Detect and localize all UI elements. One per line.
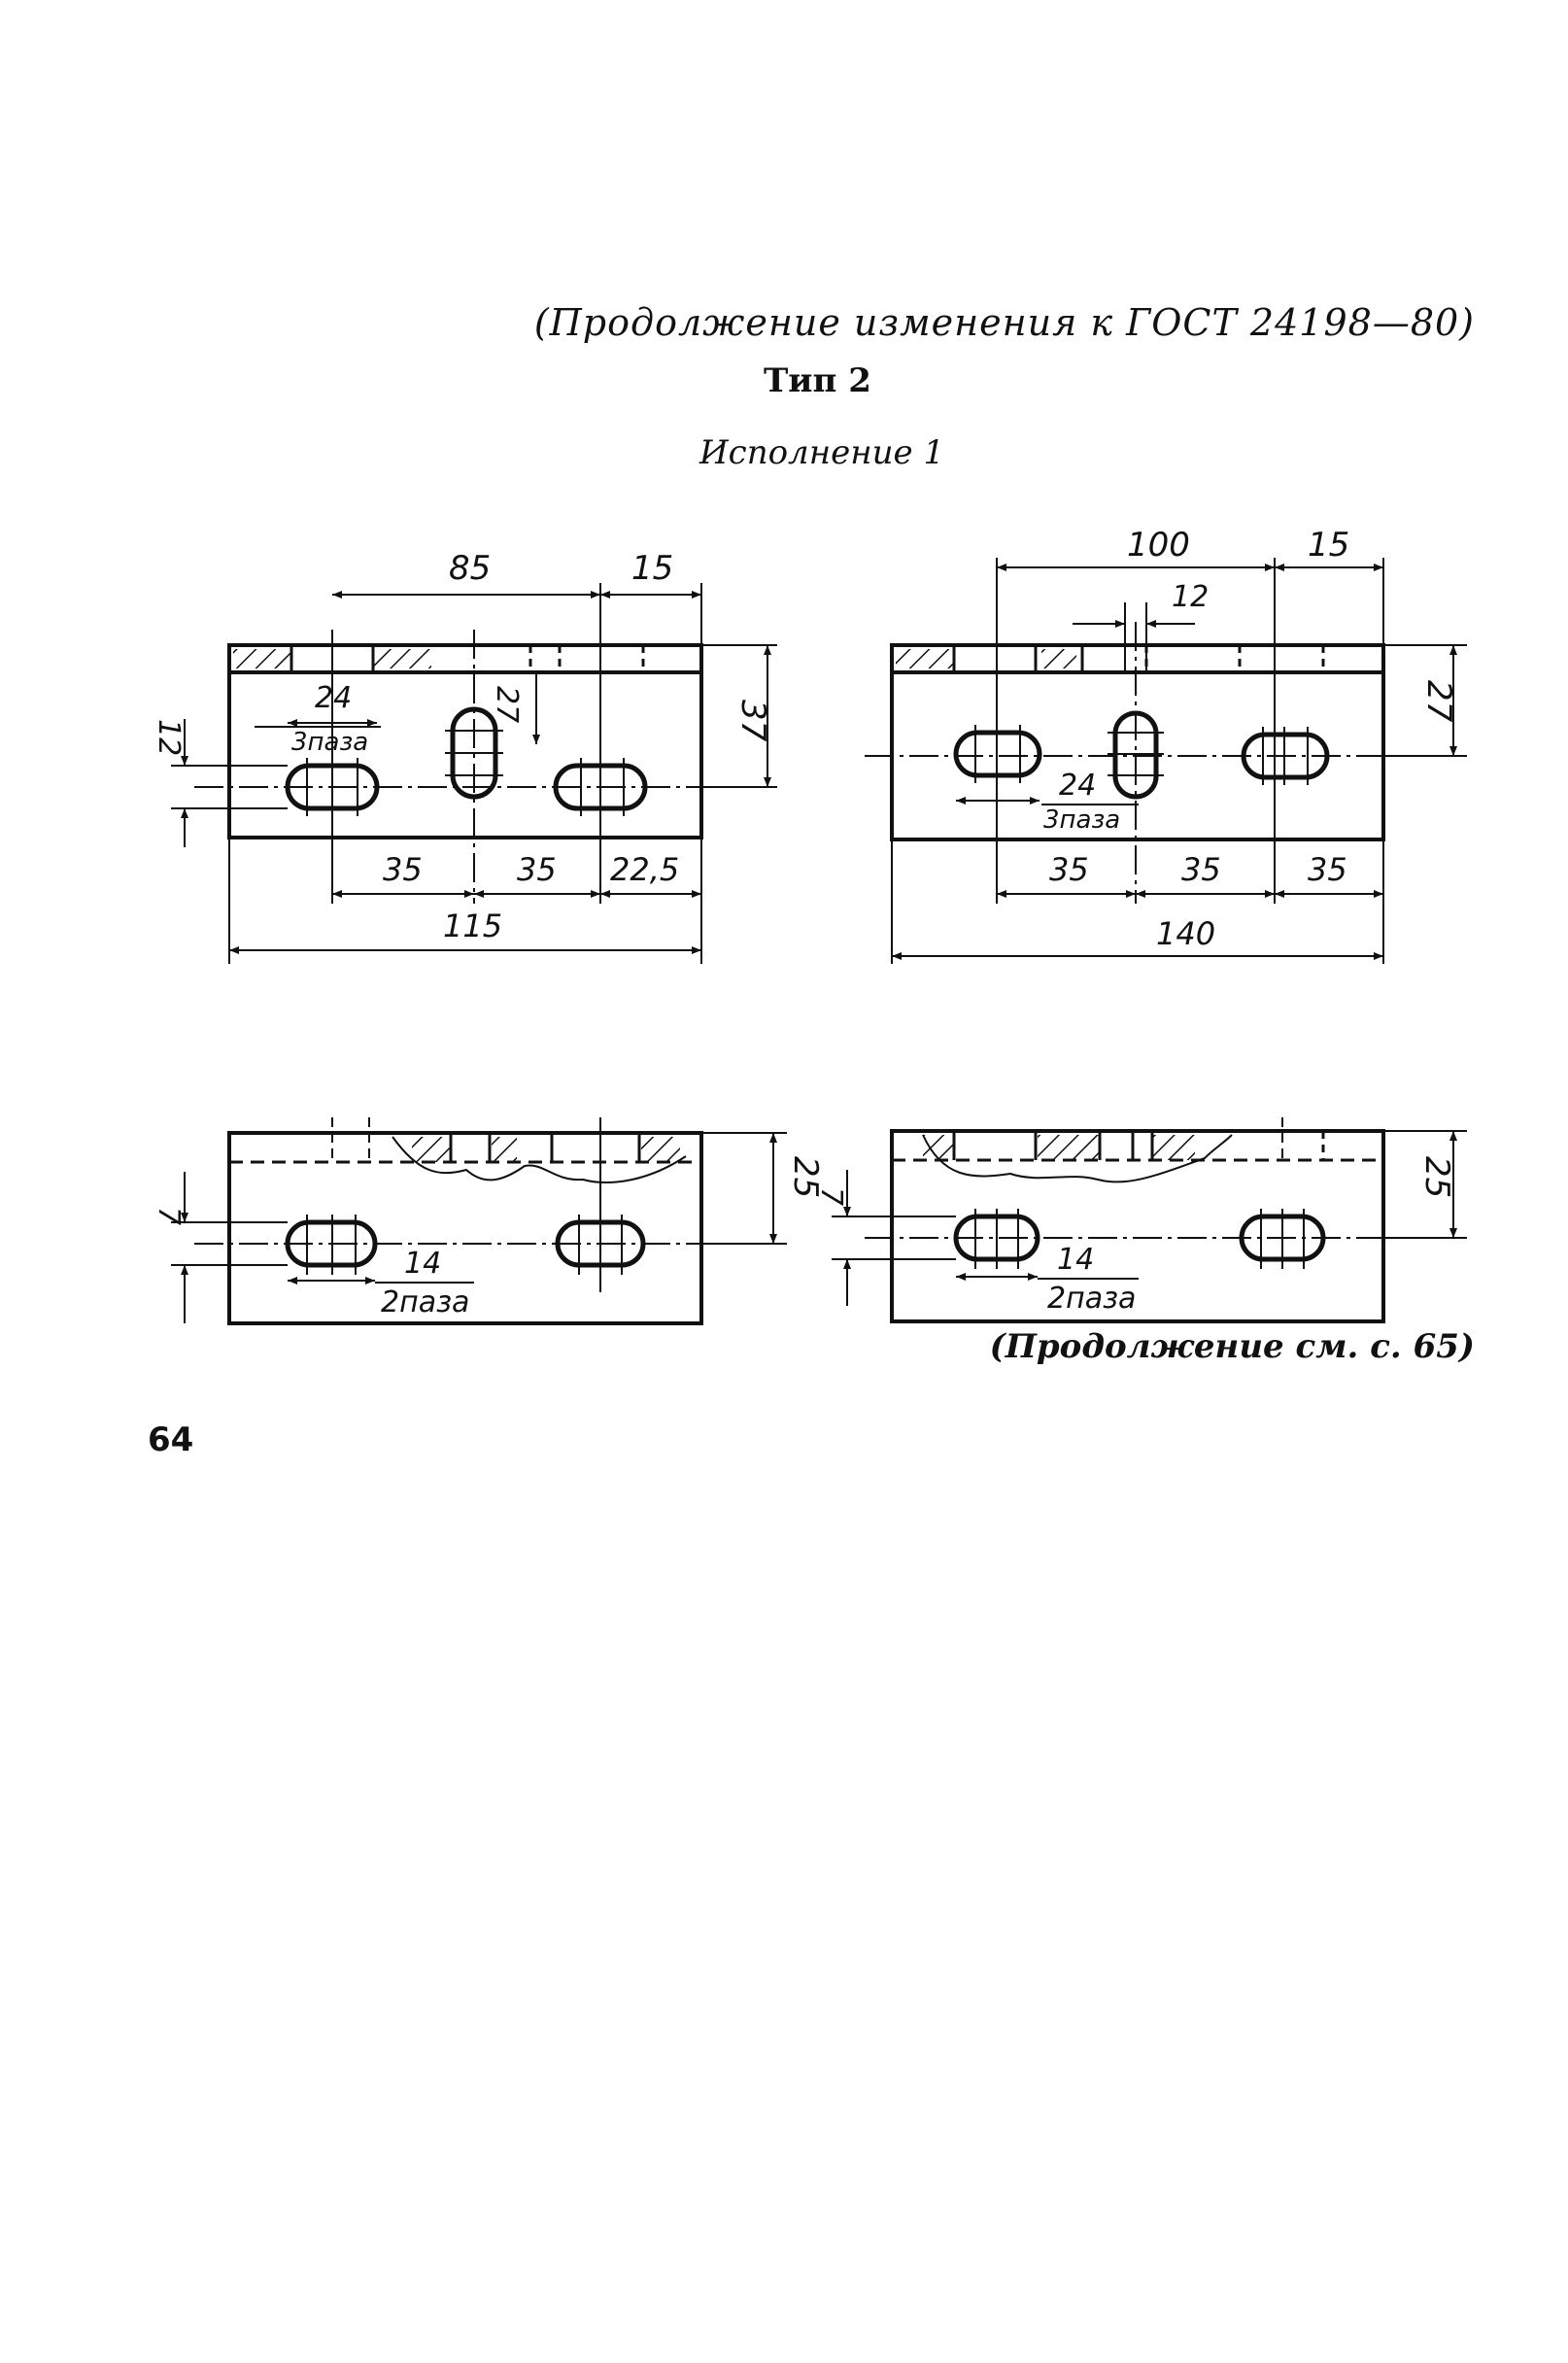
dim-7: 7 (152, 1207, 186, 1225)
dim-22-5: 22,5 (610, 851, 679, 888)
continuation-header: (Продолжение изменения к ГОСТ 24198—80) (533, 301, 1475, 344)
drawing-bottom-right (832, 1117, 1467, 1323)
drawing-top-right (865, 558, 1467, 964)
dim-25: 25 (1417, 1156, 1456, 1198)
dim-140: 140 (1156, 915, 1215, 952)
dim-27: 27 (490, 686, 524, 723)
drawing-bottom-left (171, 1117, 787, 1325)
dim-35-first: 35 (383, 851, 423, 888)
dim-24: 24 (1059, 769, 1096, 803)
dim-35-second: 35 (1181, 851, 1221, 888)
variant-title: Исполнение 1 (699, 433, 945, 472)
dim-7: 7 (814, 1187, 848, 1206)
dim-12: 12 (152, 719, 186, 756)
slots-label: 3паза (1043, 805, 1120, 835)
dim-25: 25 (786, 1156, 825, 1198)
dim-115: 115 (443, 908, 502, 944)
dim-27: 27 (1419, 680, 1458, 723)
dim-35-first: 35 (1049, 851, 1089, 888)
dim-35-third: 35 (1308, 851, 1347, 888)
dim-15: 15 (631, 549, 673, 588)
page-number: 64 (148, 1421, 194, 1459)
dim-14: 14 (1057, 1243, 1094, 1277)
dim-85: 85 (449, 549, 491, 588)
slots-label: 2паза (381, 1285, 469, 1319)
dim-100: 100 (1127, 526, 1190, 565)
continued-note: (Продолжение см. с. 65) (989, 1327, 1475, 1366)
dim-15: 15 (1308, 526, 1349, 565)
type-title: Тип 2 (764, 361, 871, 400)
dim-24: 24 (315, 681, 352, 715)
dim-35-second: 35 (517, 851, 557, 888)
slots-label: 3паза (291, 728, 368, 757)
dim-12: 12 (1172, 580, 1209, 614)
slots-label: 2паза (1047, 1282, 1136, 1316)
drawing-top-left (171, 583, 777, 964)
dim-37: 37 (733, 700, 772, 742)
dim-14: 14 (404, 1247, 441, 1281)
